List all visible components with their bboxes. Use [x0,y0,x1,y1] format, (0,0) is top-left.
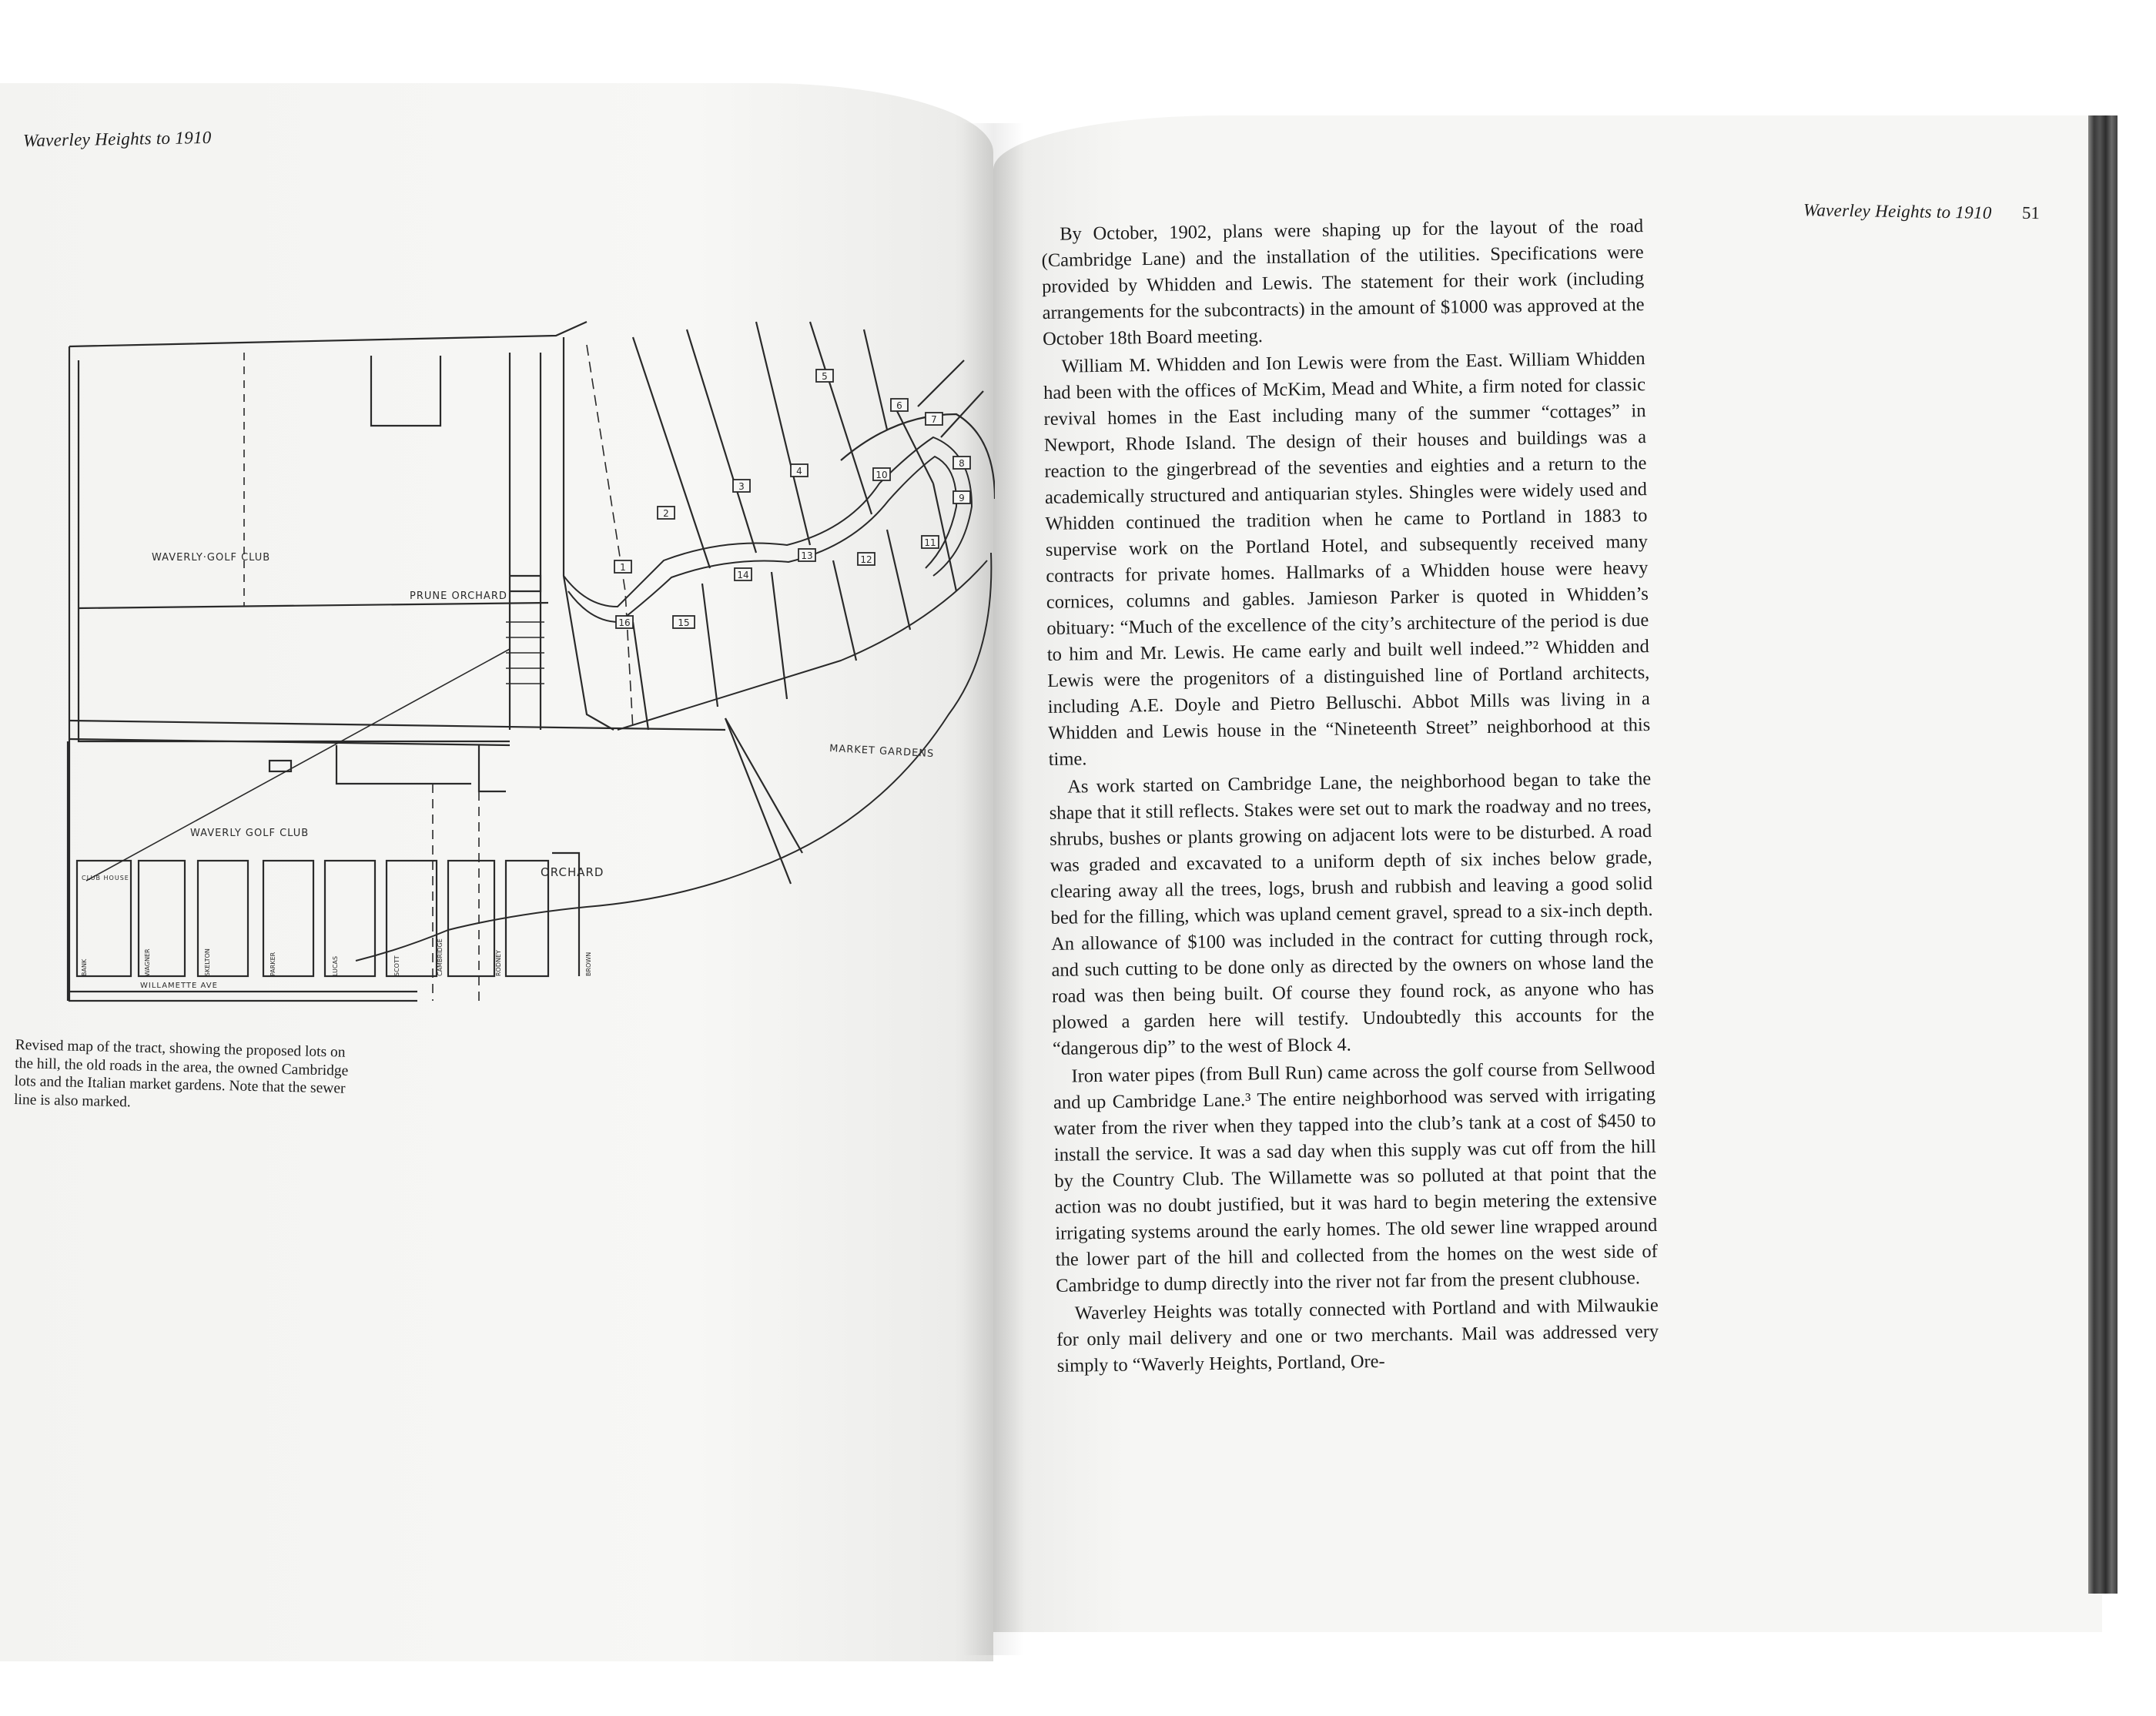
map-label-golf-club-north: WAVERLY·GOLF CLUB [152,552,270,564]
body-text: By October, 1902, plans were shaping up … [1041,213,1659,1381]
map-label-club-house: CLUB HOUSE [82,875,129,881]
paragraph: Waverley Heights was totally connected w… [1056,1294,1659,1376]
map-label-street: WAGNER [144,948,151,976]
lot-label: 15 [678,617,689,628]
map-label-street: SCOTT [393,955,400,976]
map-label-orchard: ORCHARD [541,865,604,879]
page-number: 51 [2021,202,2040,223]
map-label-street: RODNEY [495,950,502,976]
map-label-street: LUCAS [332,956,339,976]
lot-label: 14 [737,570,748,580]
lot-label: 5 [822,371,828,382]
lot-label: 4 [796,466,802,477]
map-label-street: SKELTON [204,948,211,976]
map-orchard-line [78,601,549,610]
left-running-head: Waverley Heights to 1910 [22,127,212,151]
right-page [993,115,2102,1632]
map-north-boundary [69,320,588,348]
map-label-street: BANK [81,958,88,976]
lot-label: 8 [959,458,965,469]
map-caption: Revised map of the tract, showing the pr… [13,1036,349,1110]
map-label-street: PARKER [270,952,276,976]
map-label-golf-club-south: WAVERLY GOLF CLUB [190,828,309,839]
lot-label: 13 [801,550,812,561]
map-west-boundary [68,346,417,1002]
left-page [0,83,993,1661]
paragraph: By October, 1902, plans were shaping up … [1041,216,1645,350]
map-label-street: CAMBRIDGE [437,938,444,976]
lot-label: 12 [860,554,872,565]
paragraph: Iron water pipes (from Bull Run) came ac… [1053,1057,1658,1296]
map-main-road [69,719,726,731]
lot-label: 11 [924,537,936,548]
tract-map: 1 2 3 4 5 6 7 8 9 10 11 12 13 14 15 16 W… [66,320,995,1002]
gutter-shadow [962,123,1024,1655]
map-label-market-gardens: MARKET GARDENS [829,743,935,760]
lot-label: 7 [931,414,937,425]
lot-label: 6 [896,400,902,411]
map-sewer-line [85,648,511,881]
lot-label: 9 [959,493,965,503]
map-label-street: BROWN [585,952,592,976]
right-running-head: Waverley Heights to 1910 [1803,200,1992,222]
lot-label: 3 [738,481,745,492]
map-label-prune-orchard: PRUNE ORCHARD [410,590,507,602]
lot-label: 16 [618,617,630,628]
lot-label: 2 [663,508,669,519]
map-label-willamette-ave: WILLAMETTE AVE [140,982,218,990]
lot-label: 1 [620,562,626,573]
paragraph: As work started on Cambridge Lane, the n… [1049,768,1655,1059]
lot-label: 10 [875,470,887,480]
book-edge [2088,115,2118,1594]
paragraph: William M. Whidden and Ion Lewis were fr… [1043,348,1651,770]
